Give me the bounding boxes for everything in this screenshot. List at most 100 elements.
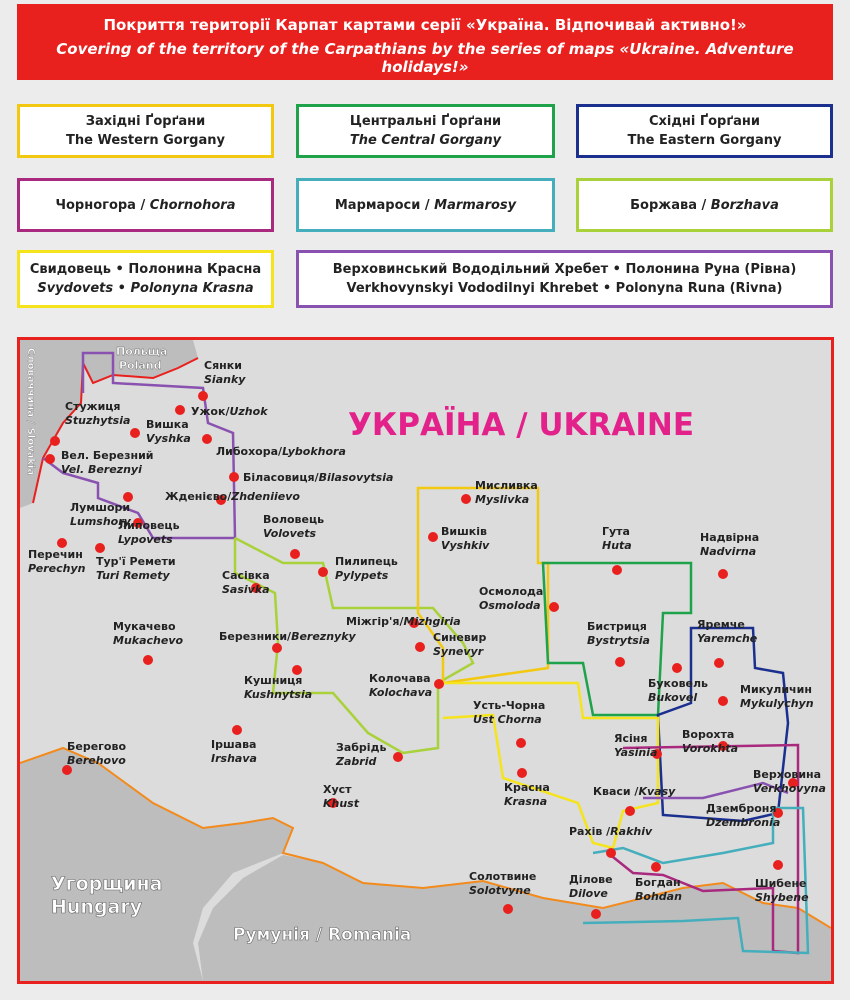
place-dot <box>175 405 185 415</box>
place-name-en: Yasinia <box>614 746 657 759</box>
place-name-en: Sasivka <box>222 583 270 596</box>
place-name-uk: Солотвине <box>469 870 536 883</box>
legend-svydovets-uk: Свидовець • Полонина Красна <box>29 262 262 277</box>
country-poland-en: Poland <box>119 359 162 372</box>
header-title-en: Covering of the territory of the Carpath… <box>56 40 794 76</box>
place-name-uk: Либохора/ <box>216 445 283 458</box>
place-dot <box>788 778 798 788</box>
map-title: УКРАЇНА / UKRAINE <box>348 407 694 443</box>
place-name-en: Bereznyky <box>291 630 356 643</box>
place-dot <box>652 749 662 759</box>
place-name-uk: Ворохта <box>682 728 734 741</box>
place-name-uk: Буковель <box>648 677 708 690</box>
place-name-en: Kushnytsia <box>244 688 312 701</box>
place-name-en: Huta <box>602 539 632 552</box>
place-name-uk: Липовець <box>118 519 180 532</box>
place-dot <box>615 657 625 667</box>
place-name-uk: Перечин <box>28 548 83 561</box>
place-name-en: Synevyr <box>433 645 484 658</box>
map-frame: УКРАЇНА / UKRAINE Угорщина Hungary Румун… <box>17 337 834 984</box>
place-dot <box>198 391 208 401</box>
place-name-uk: Надвірна <box>700 531 759 544</box>
place-name-en: Volovets <box>263 527 316 540</box>
place-dot <box>216 495 226 505</box>
place-name-en: Krasna <box>504 795 547 808</box>
place-name-en: Bystrytsia <box>587 634 650 647</box>
place-name-en: Uzhok <box>229 405 268 418</box>
country-poland-uk: Польща <box>116 345 167 358</box>
place-dot <box>251 583 261 593</box>
place-name-en: Lumshory <box>70 515 132 528</box>
place-dot <box>328 798 338 808</box>
place-dot <box>773 860 783 870</box>
place-dot <box>718 696 728 706</box>
place-bilasovytsia: Біласовиця/Bilasovytsia <box>229 471 393 484</box>
map-route-marmarosy <box>582 806 810 955</box>
place-name-uk: Біласовиця/ <box>243 471 320 484</box>
place-name-uk: Микуличин <box>740 683 812 696</box>
place-name-uk: Воловець <box>263 513 324 526</box>
place-dot <box>415 642 425 652</box>
map-route-verkhovynskyi <box>643 781 789 800</box>
place-label: Кваси /Kvasy <box>593 785 676 798</box>
legend-western-gorgany-en: The Western Gorgany <box>66 133 225 148</box>
place-dot <box>434 679 444 689</box>
map-svg: УКРАЇНА / UKRAINE Угорщина Hungary Румун… <box>20 340 831 981</box>
place-label: Рахів /Rakhiv <box>569 825 653 838</box>
country-slovakia: Словаччина / Slovakia <box>25 348 36 475</box>
place-name-en: Myslivka <box>475 493 529 506</box>
place-name-en: Shybene <box>755 891 809 904</box>
place-name-en: Vel. Bereznyi <box>61 463 142 476</box>
country-hungary-en: Hungary <box>51 896 143 918</box>
place-dot <box>672 663 682 673</box>
place-dot <box>773 808 783 818</box>
place-name-uk: Шибене <box>755 877 807 890</box>
place-name-en: Dzembronia <box>706 816 780 829</box>
place-kvasy: Кваси /Kvasy <box>593 785 676 816</box>
place-dot <box>50 436 60 446</box>
place-lybokhora: Либохора/Lybokhora <box>202 434 346 458</box>
place-dot <box>612 565 622 575</box>
place-name-en: Mykulychyn <box>740 697 814 710</box>
place-dot <box>517 768 527 778</box>
map-route-chornohora <box>607 743 800 955</box>
place-dot <box>549 602 559 612</box>
place-name-uk: Гута <box>602 525 630 538</box>
place-dot <box>503 904 513 914</box>
place-name-uk: Усть-Чорна <box>473 699 545 712</box>
place-label: Березники/Bereznyky <box>219 630 357 643</box>
map-country-slovakia <box>20 340 83 508</box>
place-dot <box>393 752 403 762</box>
place-label: Біласовиця/Bilasovytsia <box>243 471 393 484</box>
place-label: Либохора/Lybokhora <box>216 445 346 458</box>
